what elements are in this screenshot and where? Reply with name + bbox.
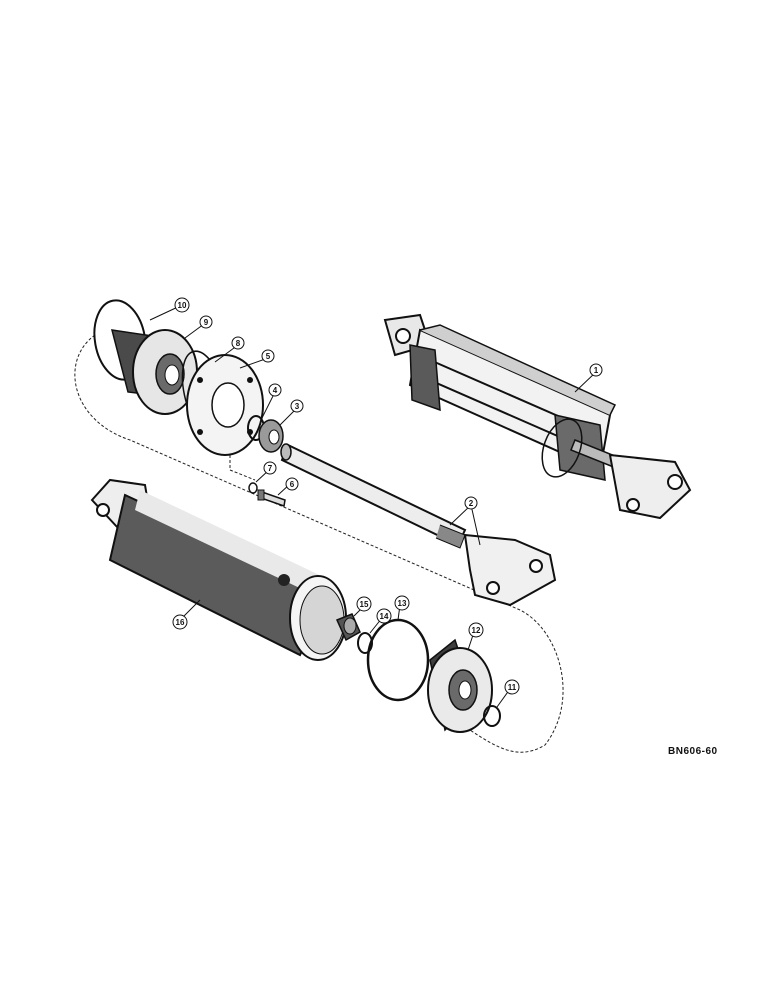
assembled-cylinder [383, 313, 692, 520]
svg-text:15: 15 [360, 600, 369, 609]
cylinder-head [93, 299, 198, 415]
bolt-and-washer [248, 482, 286, 508]
svg-text:6: 6 [290, 480, 295, 489]
callout-4: 4 [268, 383, 282, 397]
callout-16: 16 [172, 614, 188, 630]
svg-text:16: 16 [176, 618, 185, 627]
callout-6: 6 [285, 477, 299, 491]
flange-plate [186, 354, 264, 456]
svg-text:2: 2 [469, 499, 474, 508]
figure-code: BN606-60 [668, 746, 718, 757]
callout-13: 13 [394, 595, 410, 611]
callout-3: 3 [290, 399, 304, 413]
cylinder-barrel [90, 478, 347, 661]
svg-text:12: 12 [472, 626, 481, 635]
callout-2: 2 [464, 496, 478, 510]
svg-text:11: 11 [508, 683, 517, 692]
callout-9: 9 [199, 315, 213, 329]
svg-text:1: 1 [594, 366, 599, 375]
callout-1: 1 [589, 363, 603, 377]
svg-text:3: 3 [295, 402, 300, 411]
callout-8: 8 [231, 336, 245, 350]
rod-seal [258, 419, 284, 453]
large-o-ring [366, 618, 430, 702]
callout-11: 11 [504, 679, 520, 695]
callout-5: 5 [261, 349, 275, 363]
piston-rod [280, 443, 557, 607]
port-fitting [335, 613, 361, 642]
piston [427, 638, 493, 733]
assembly-outline-link [229, 450, 256, 481]
callout-10: 10 [174, 297, 190, 313]
svg-text:9: 9 [204, 318, 209, 327]
callout-14: 14 [376, 608, 392, 624]
svg-text:5: 5 [266, 352, 271, 361]
svg-text:4: 4 [273, 386, 278, 395]
svg-text:8: 8 [236, 339, 241, 348]
callout-12: 12 [468, 622, 484, 638]
svg-text:7: 7 [268, 464, 273, 473]
callout-15: 15 [356, 596, 372, 612]
callout-7: 7 [263, 461, 277, 475]
svg-text:14: 14 [380, 612, 389, 621]
svg-text:13: 13 [398, 599, 407, 608]
svg-text:10: 10 [178, 301, 187, 310]
piston-o-ring [483, 705, 501, 727]
